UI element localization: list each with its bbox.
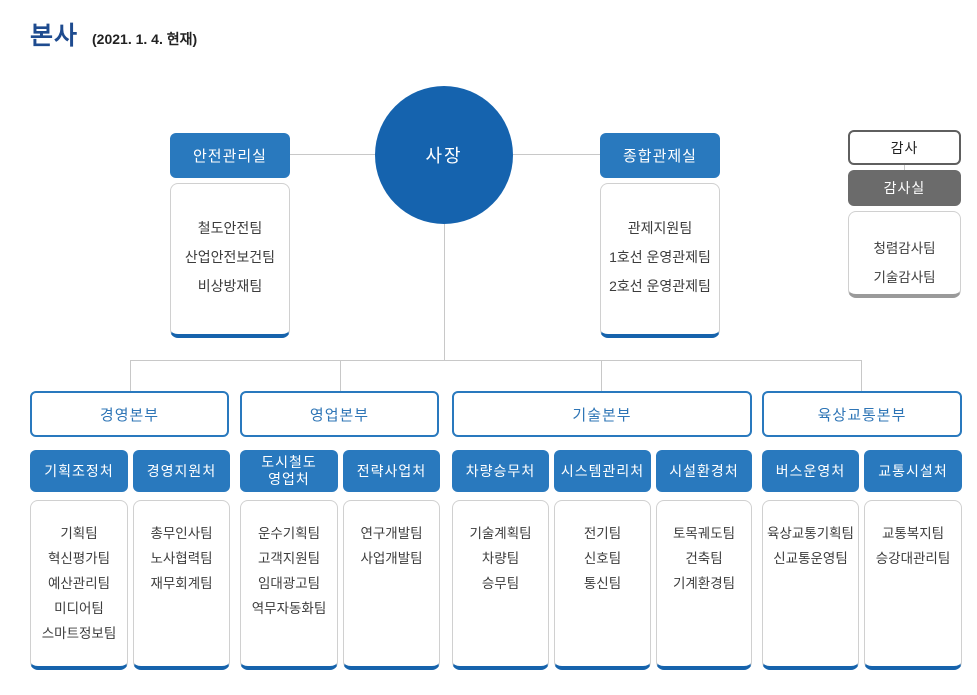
connector-audit bbox=[904, 163, 905, 171]
team-item: 차량팀 bbox=[481, 551, 520, 566]
audit-office-node: 감사실 bbox=[848, 170, 961, 206]
team-item: 1호선 운영관제팀 bbox=[609, 249, 711, 265]
team-item: 기술계획팀 bbox=[469, 526, 532, 541]
team-item: 전기팀 bbox=[583, 526, 622, 541]
connector-distributor bbox=[130, 360, 861, 361]
team-item: 노사협력팀 bbox=[150, 551, 213, 566]
division-technology: 기술본부 bbox=[452, 391, 752, 437]
team-item: 교통복지팀 bbox=[881, 526, 945, 541]
connector-ceo-down bbox=[444, 224, 445, 360]
team-item: 연구개발팀 bbox=[360, 526, 423, 541]
team-item: 스마트정보팀 bbox=[41, 626, 117, 641]
dept-header-strategic-business: 전략사업처 bbox=[343, 450, 440, 492]
team-item: 철도안전팀 bbox=[197, 220, 263, 236]
connector-drop-division-1 bbox=[130, 360, 131, 391]
ceo-node: 사장 bbox=[375, 86, 513, 224]
team-item: 청렴감사팀 bbox=[873, 241, 936, 256]
team-item: 운수기획팀 bbox=[257, 526, 321, 541]
team-item: 토목궤도팀 bbox=[672, 526, 736, 541]
team-item: 통신팀 bbox=[583, 576, 622, 591]
auditor-node: 감사 bbox=[848, 130, 961, 165]
team-item: 산업안전보건팀 bbox=[184, 249, 276, 265]
office-header-integrated-control: 종합관제실 bbox=[600, 133, 720, 178]
team-item: 승강대관리팀 bbox=[875, 551, 951, 566]
dept-header-facility-environment: 시설환경처 bbox=[656, 450, 752, 492]
team-item: 기술감사팀 bbox=[873, 270, 936, 285]
connector-drop-division-2 bbox=[340, 360, 341, 391]
dept-header-rolling-stock-crew: 차량승무처 bbox=[452, 450, 549, 492]
team-item: 신교통운영팀 bbox=[773, 551, 848, 566]
division-land-transport: 육상교통본부 bbox=[762, 391, 962, 437]
dept-header-system-management: 시스템관리처 bbox=[554, 450, 651, 492]
team-item: 사업개발팀 bbox=[360, 551, 423, 566]
team-item: 육상교통기획팀 bbox=[767, 526, 854, 541]
dept-header-urban-railway-operations: 도시철도 영업처 bbox=[240, 450, 338, 492]
team-item: 건축팀 bbox=[685, 551, 723, 566]
dept-header-management-support: 경영지원처 bbox=[133, 450, 230, 492]
team-item: 혁신평가팀 bbox=[47, 551, 111, 566]
connector-drop-division-4 bbox=[861, 360, 862, 391]
connector-ceo-left bbox=[290, 154, 375, 155]
team-item: 승무팀 bbox=[481, 576, 520, 591]
team-item: 기계환경팀 bbox=[672, 576, 736, 591]
team-item: 비상방재팀 bbox=[197, 278, 263, 294]
dept-header-bus-operations: 버스운영처 bbox=[762, 450, 859, 492]
team-item: 미디어팀 bbox=[54, 601, 104, 616]
connector-drop-division-3 bbox=[601, 360, 602, 391]
dept-header-transport-facilities: 교통시설처 bbox=[864, 450, 962, 492]
team-item: 예산관리팀 bbox=[47, 576, 111, 591]
team-item: 신호팀 bbox=[583, 551, 622, 566]
division-sales: 영업본부 bbox=[240, 391, 439, 437]
page-title: 본사 bbox=[30, 22, 79, 50]
team-item: 임대광고팀 bbox=[257, 576, 321, 591]
office-teams-integrated-control: 관제지원팀 1호선 운영관제팀 2호선 운영관제팀 bbox=[600, 183, 720, 338]
team-item: 고객지원팀 bbox=[257, 551, 321, 566]
team-item: 2호선 운영관제팀 bbox=[609, 278, 711, 294]
division-management: 경영본부 bbox=[30, 391, 229, 437]
team-item: 재무회계팀 bbox=[150, 576, 213, 591]
office-header-safety-management: 안전관리실 bbox=[170, 133, 290, 178]
connector-ceo-right bbox=[513, 154, 600, 155]
page-subtitle: (2021. 1. 4. 현재) bbox=[92, 31, 198, 47]
team-item: 기획팀 bbox=[60, 526, 98, 541]
team-item: 역무자동화팀 bbox=[251, 601, 327, 616]
page-header: 본사 (2021. 1. 4. 현재) bbox=[30, 16, 197, 52]
dept-header-planning-coordination: 기획조정처 bbox=[30, 450, 128, 492]
team-item: 관제지원팀 bbox=[627, 220, 693, 236]
team-item: 총무인사팀 bbox=[150, 526, 213, 541]
